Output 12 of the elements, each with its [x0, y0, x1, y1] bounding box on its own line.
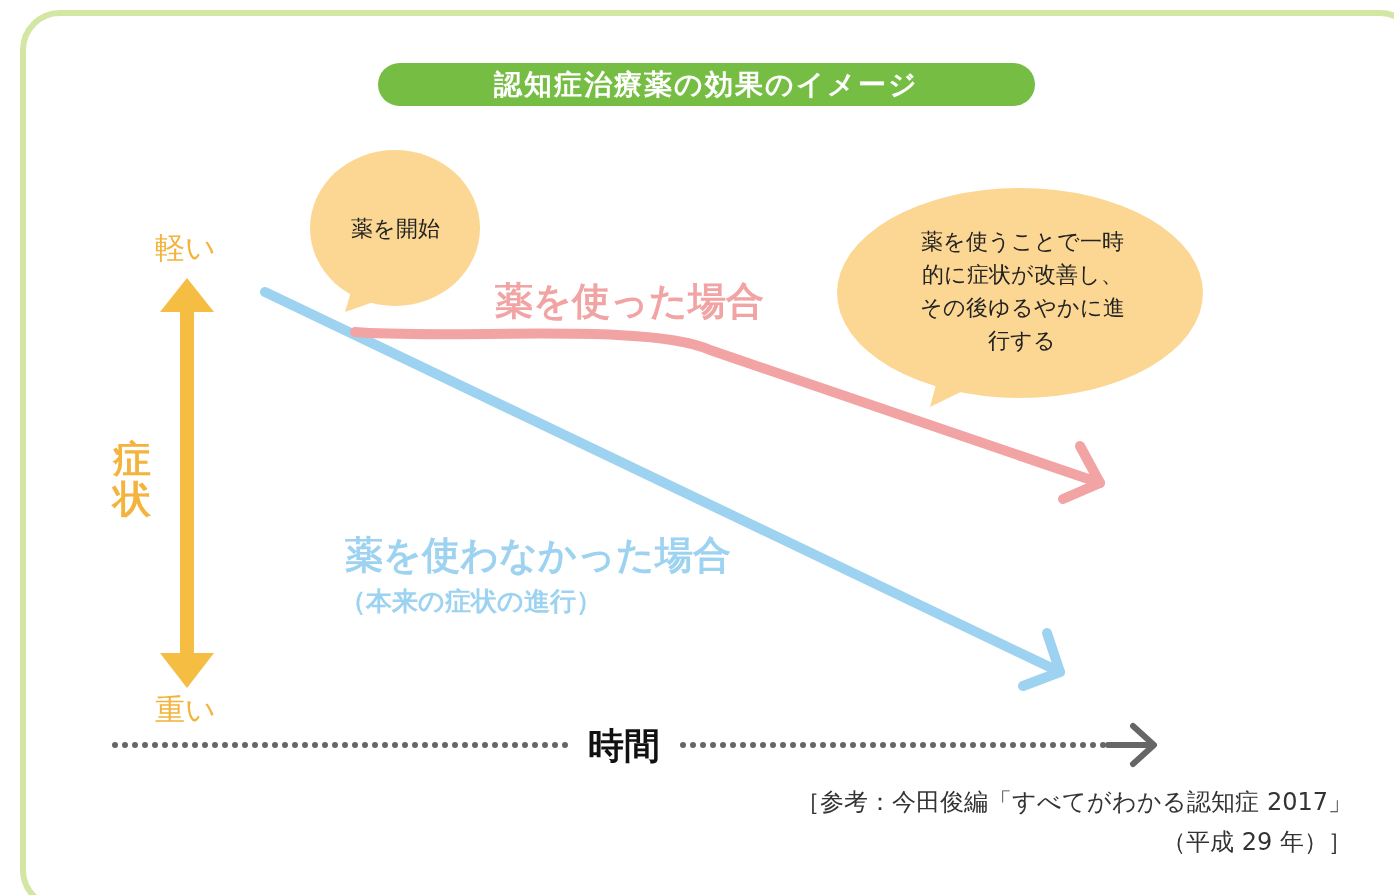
axis-label: 症状 [113, 440, 152, 520]
source-note: （平成 29 年）］ [1162, 827, 1352, 858]
source-note: ［参考：今田俊編「すべてがわかる認知症 2017」 [796, 787, 1352, 818]
scale-label: 重い [155, 691, 216, 729]
bubble-text: 薬を使うことで一時的に症状が改善し、その後ゆるやかに進行する [918, 228, 1126, 355]
title-banner: 認知症治療薬の効果のイメージ [378, 63, 1035, 106]
series-label: 薬を使わなかった場合 [345, 532, 731, 579]
series-note: （本来の症状の進行） [340, 585, 602, 618]
bubble-text: 薬を開始 [349, 215, 441, 243]
axis-label: 時間 [588, 724, 660, 768]
series-label: 薬を使った場合 [495, 278, 764, 325]
scale-label: 軽い [155, 229, 216, 267]
